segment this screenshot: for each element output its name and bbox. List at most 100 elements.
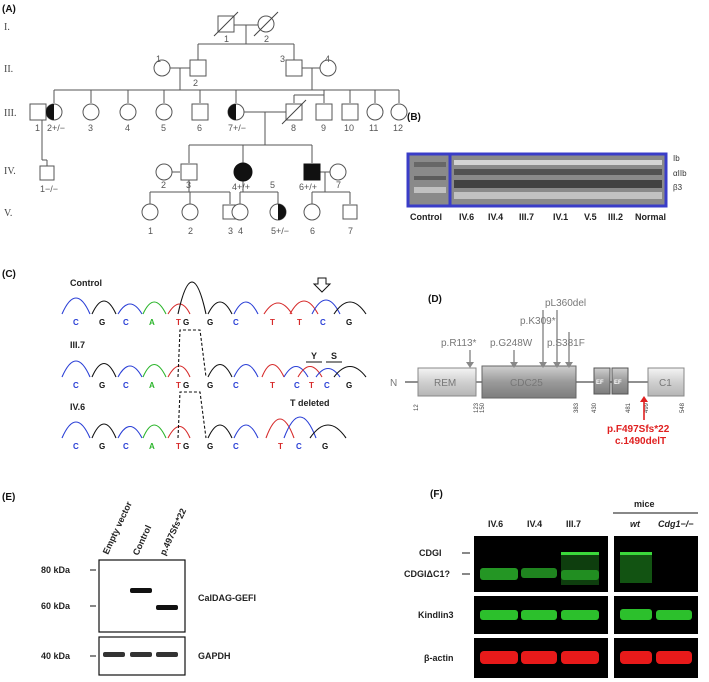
target-label: GAPDH <box>198 651 231 661</box>
individual-number: 4 <box>125 123 130 133</box>
pedigree-male <box>191 103 209 121</box>
domain-c1 <box>647 367 685 397</box>
band <box>156 652 178 657</box>
base-call: C <box>73 318 79 327</box>
residue-number: 481 <box>626 402 632 413</box>
individual-number: 6 <box>197 123 202 133</box>
panel-f-label: (F) <box>430 489 443 500</box>
pedigree-female <box>329 163 347 181</box>
variant-label: p.G248W <box>490 338 533 349</box>
domain-label: EF <box>596 380 604 386</box>
base-call: G <box>99 318 105 327</box>
individual-number: 5 <box>161 123 166 133</box>
lane-label: V.5 <box>584 212 597 222</box>
panel-a-label: (A) <box>2 4 16 15</box>
iii7-bases: C G C A T G G C T C T C G <box>73 381 352 390</box>
blot-e-markers: 80 kDa 60 kDa 40 kDa <box>41 565 71 661</box>
individual-number: 12 <box>393 123 403 133</box>
base-call: C <box>123 318 129 327</box>
base-call: C <box>320 318 326 327</box>
base-call: C <box>233 318 239 327</box>
marker-ticks <box>90 569 96 657</box>
target-label: Kindlin3 <box>418 610 454 620</box>
base-call: T <box>176 318 181 327</box>
base-call: G <box>346 381 352 390</box>
base-call: G <box>346 318 352 327</box>
lane-label: III.2 <box>608 212 623 222</box>
n-terminus: N <box>390 378 397 389</box>
lane-label: Empty vector <box>101 499 134 555</box>
domain-label: C1 <box>659 378 672 389</box>
band <box>156 605 178 610</box>
generation-label: I. <box>4 22 10 33</box>
base-call: G <box>207 381 213 390</box>
variant-label: pL360del <box>545 298 586 309</box>
domain-ef1 <box>593 367 611 395</box>
band-label: αIIb <box>673 169 687 178</box>
pedigree-male <box>29 103 47 121</box>
carrier-half-fill <box>46 104 54 120</box>
group-label: mice <box>634 499 655 509</box>
blot-f-lane-labels: IV.6 IV.4 III.7 wt Cdg1−/− <box>488 519 694 529</box>
pedigree-female <box>141 203 159 221</box>
carrier-half-fill <box>228 104 236 120</box>
deletion-note: T deleted <box>290 398 330 408</box>
target-label: CDGIΔC1? <box>404 569 450 579</box>
pedigree-female <box>155 103 173 121</box>
domain-label: REM <box>434 378 456 389</box>
base-call: T <box>297 318 302 327</box>
deceased-slash <box>213 11 239 37</box>
generation-label: IV. <box>4 166 16 177</box>
pedigree-female <box>319 59 337 77</box>
track-label: III.7 <box>70 340 85 350</box>
lane-label: IV.4 <box>488 212 503 222</box>
pedigree-male <box>285 59 303 77</box>
base-call: C <box>123 442 129 451</box>
individual-number: 2 <box>264 34 269 44</box>
base-call: C <box>233 442 239 451</box>
variant-arrows <box>466 310 573 368</box>
individual-number: 4 <box>325 54 330 64</box>
individual-number: 7 <box>348 226 353 236</box>
domain-ef2 <box>611 367 629 395</box>
blot-b-lane-labels: Control IV.6 IV.4 III.7 IV.1 V.5 III.2 N… <box>410 212 666 222</box>
residue-number: 150 <box>480 402 486 413</box>
track-label: IV.6 <box>70 402 85 412</box>
individual-number: 5 <box>270 180 275 190</box>
band-label: Ib <box>673 154 680 163</box>
base-call: G <box>99 381 105 390</box>
iv6-bases: C G C A T G G C T C G <box>73 442 328 451</box>
pedigree-male <box>180 163 198 181</box>
base-call: T <box>278 442 283 451</box>
pedigree-female <box>153 59 171 77</box>
lane-label: wt <box>630 519 641 529</box>
base-call: G <box>99 442 105 451</box>
base-call: G <box>183 318 189 327</box>
residue-number: 123 <box>474 402 480 413</box>
domain-label: CDC25 <box>510 378 543 389</box>
carrier-half-fill <box>278 204 286 220</box>
green-bands <box>480 552 692 620</box>
individual-number: 3 <box>88 123 93 133</box>
individual-number: 2 <box>193 78 198 88</box>
residue-number: 548 <box>680 402 686 413</box>
domain-cdc25 <box>481 365 577 399</box>
chromatogram-iii7 <box>61 329 367 378</box>
chromatogram-control <box>61 281 367 315</box>
arrow-down-icon <box>312 277 332 293</box>
panel-c-label: (C) <box>2 269 16 280</box>
base-call: C <box>123 381 129 390</box>
base-call: T <box>270 381 275 390</box>
individual-number: 2 <box>188 226 193 236</box>
base-call: C <box>324 381 330 390</box>
lane-label: IV.6 <box>488 519 503 529</box>
individual-number: 10 <box>344 123 354 133</box>
individual-number: 6+/+ <box>299 182 317 192</box>
pedigree-female <box>82 103 100 121</box>
generation-label: II. <box>4 64 13 75</box>
individual-number: 9 <box>321 123 326 133</box>
base-call: G <box>207 442 213 451</box>
base-call: G <box>207 318 213 327</box>
variant-label: p.R113* <box>441 338 477 349</box>
